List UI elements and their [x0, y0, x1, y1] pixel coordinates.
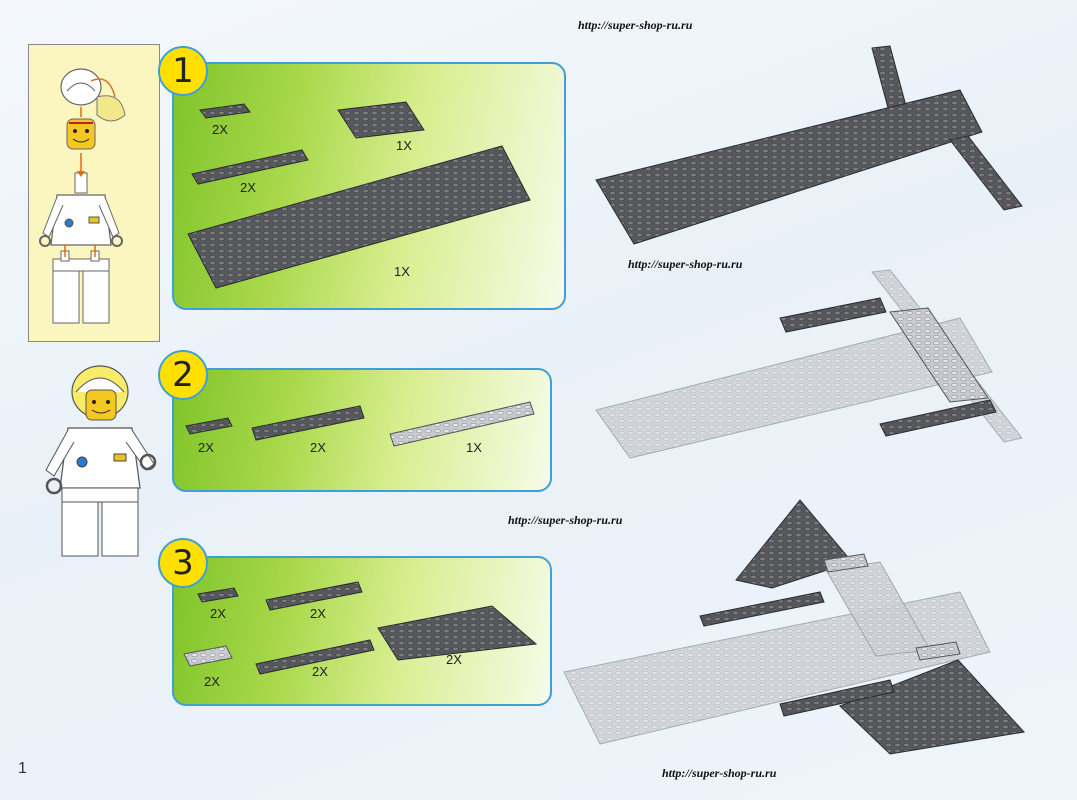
step-2-badge: 2: [158, 350, 208, 400]
step-2-part-qty: 2X: [310, 440, 326, 455]
step-1-parts-illustration: [187, 101, 531, 289]
step-2-parts-panel: [172, 368, 552, 492]
step-1-part-qty: 2X: [240, 180, 256, 195]
step-1-part-qty: 1X: [396, 138, 412, 153]
watermark-url-middle: http://super-shop-ru.ru: [508, 513, 623, 527]
minifig-assembly-illustration: [39, 68, 126, 324]
minifig-complete-illustration: [45, 365, 157, 557]
step-3-part-qty: 2X: [312, 664, 328, 679]
step-3-part-qty: 2X: [210, 606, 226, 621]
step-2-parts-illustration: [185, 401, 535, 447]
step-1-badge: 1: [158, 46, 208, 96]
step-3-parts-illustration: [183, 581, 538, 675]
step-2-result-illustration: [595, 269, 1023, 459]
step-1-result-illustration: [595, 45, 1023, 245]
step-3-result-illustration: [563, 499, 1025, 755]
page-number: 1: [18, 760, 27, 777]
minifig-assembly-panel: [28, 44, 160, 342]
watermark-url-bottom: http://super-shop-ru.ru: [662, 766, 777, 780]
step-3-part-qty: 2X: [310, 606, 326, 621]
step-1-part-qty: 1X: [394, 264, 410, 279]
watermark-url-top: http://super-shop-ru.ru: [578, 18, 693, 32]
step-3-part-qty: 2X: [204, 674, 220, 689]
step-3-badge: 3: [158, 538, 208, 588]
step-2-part-qty: 2X: [198, 440, 214, 455]
step-2-part-qty: 1X: [466, 440, 482, 455]
step-1-part-qty: 2X: [212, 122, 228, 137]
watermark-url-right: http://super-shop-ru.ru: [628, 257, 743, 271]
step-3-part-qty: 2X: [446, 652, 462, 667]
